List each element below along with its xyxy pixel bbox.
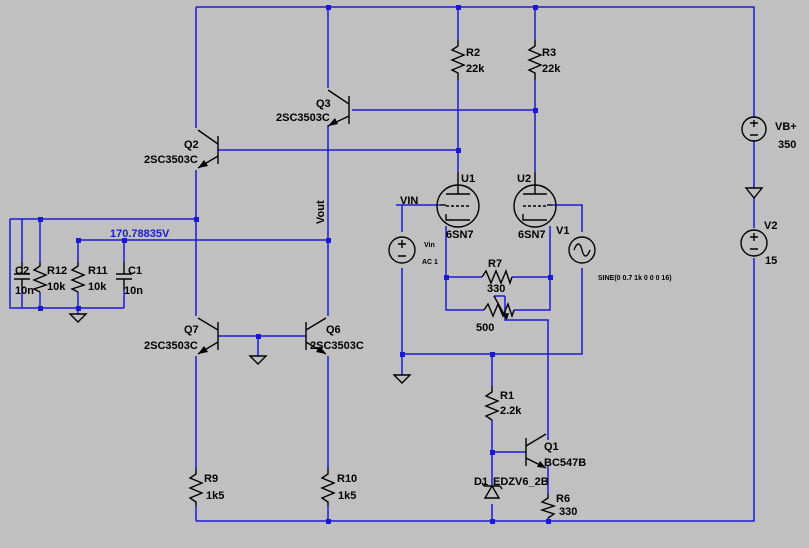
v2-name: V2 [764, 220, 777, 232]
u2-part: 6SN7 [518, 229, 546, 241]
v1-value: SINE(0 0.7 1k 0 0 0 16) [598, 275, 672, 282]
c2-value: 10n [15, 285, 34, 297]
transistor-q3[interactable] [327, 89, 350, 127]
q1-name: Q1 [544, 441, 559, 453]
resistor-r11[interactable] [70, 262, 86, 293]
capacitor-c2[interactable] [14, 262, 30, 290]
transistor-q7[interactable] [197, 317, 219, 355]
q1-part: BC547B [544, 457, 586, 469]
resistor-r3[interactable] [527, 40, 543, 80]
q6-name: Q6 [326, 324, 341, 336]
r7-name: R7 [488, 258, 502, 270]
r6-name: R6 [556, 493, 570, 505]
r2-name: R2 [466, 47, 480, 59]
d1-name: D1 [474, 476, 488, 488]
pot-value: 500 [476, 322, 494, 334]
r9-value: 1k5 [206, 490, 224, 502]
r6-value: 330 [559, 506, 577, 518]
u2-name: U2 [517, 173, 531, 185]
r12-name: R12 [47, 265, 67, 277]
vin-source-value: AC 1 [422, 259, 438, 266]
r10-value: 1k5 [338, 490, 356, 502]
wires [9, 6, 755, 522]
resistor-r9[interactable] [188, 468, 204, 506]
potentiometer[interactable] [483, 295, 515, 320]
d1-part: EDZV6_2B [493, 476, 549, 488]
transistor-q2[interactable] [197, 129, 219, 169]
source-v2[interactable] [740, 229, 768, 257]
r3-value: 22k [542, 63, 561, 75]
r11-name: R11 [88, 265, 108, 277]
r2-value: 22k [466, 63, 485, 75]
r10-name: R10 [337, 473, 357, 485]
r1-name: R1 [500, 390, 514, 402]
u1-part: 6SN7 [446, 229, 474, 241]
v1-name: V1 [556, 225, 569, 237]
q3-part: 2SC3503C [276, 112, 330, 124]
resistor-r6[interactable] [539, 494, 557, 519]
q3-name: Q3 [316, 98, 331, 110]
source-v1[interactable] [568, 236, 596, 264]
labels: R2 22k R3 22k Q3 2SC3503C Q2 2SC3503C U1… [15, 47, 797, 518]
r7-value: 330 [487, 283, 505, 295]
resistor-r10[interactable] [320, 468, 336, 506]
ground-input [392, 374, 412, 384]
tube-u2[interactable] [513, 172, 557, 228]
zener-d1[interactable] [481, 482, 503, 499]
r1-value: 2.2k [500, 405, 522, 417]
c1-value: 10n [124, 285, 143, 297]
junctions [38, 5, 553, 524]
r3-name: R3 [542, 47, 556, 59]
q2-part: 2SC3503C [144, 154, 198, 166]
vin-source-name: Vin [424, 242, 435, 249]
q2-name: Q2 [184, 139, 199, 151]
source-vbplus[interactable] [741, 116, 767, 142]
ground-rc [68, 313, 88, 323]
r11-value: 10k [88, 281, 107, 293]
resistor-r2[interactable] [450, 40, 466, 80]
q6-part: 2SC3503C [310, 340, 364, 352]
ground-diff [248, 355, 268, 365]
source-vin[interactable] [388, 236, 416, 264]
c2-name: C2 [15, 265, 29, 277]
q7-name: Q7 [184, 324, 199, 336]
u1-name: U1 [461, 173, 475, 185]
transistor-q1[interactable] [525, 433, 547, 469]
r9-name: R9 [204, 473, 218, 485]
vout-net-label: Vout [315, 200, 327, 224]
resistor-r12[interactable] [32, 262, 48, 293]
capacitor-c1[interactable] [116, 262, 132, 290]
resistor-r7[interactable] [481, 269, 513, 286]
ground-bias [744, 187, 764, 200]
tube-u1[interactable] [436, 172, 480, 228]
v2-value: 15 [765, 255, 777, 267]
resistor-r1[interactable] [484, 386, 500, 421]
vbplus-value: 350 [778, 139, 796, 151]
c1-name: C1 [128, 265, 142, 277]
vin-net-label: VIN [400, 195, 418, 207]
transistor-q6[interactable] [305, 317, 327, 355]
vbplus-name: VB+ [775, 121, 797, 133]
node-voltage-readout: 170.78835V [110, 228, 170, 240]
r12-value: 10k [47, 281, 66, 293]
q7-part: 2SC3503C [144, 340, 198, 352]
